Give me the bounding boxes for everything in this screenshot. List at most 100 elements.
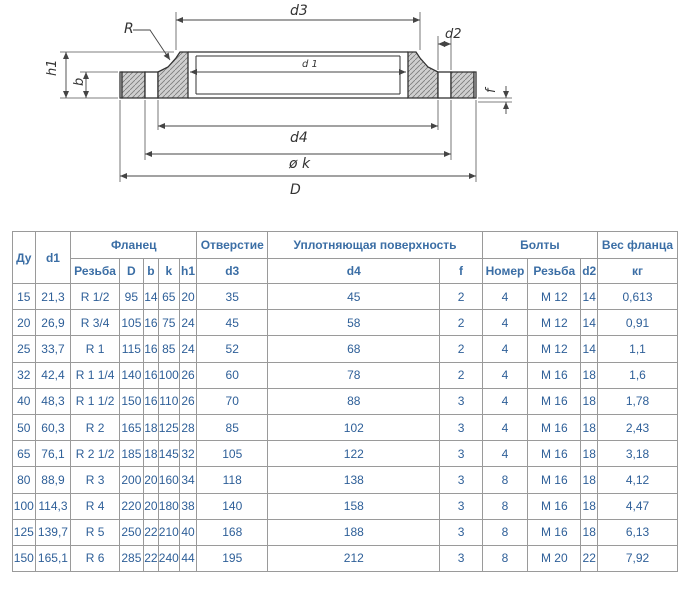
cell-weight-kg: 2,43 [597,413,678,442]
cell-d4: 122 [267,440,441,468]
cell-b: 14 [142,282,159,311]
header-hole: Отверстие [196,231,269,259]
cell-d4: 45 [267,282,441,311]
cell-h1: 24 [178,335,198,363]
cell-d2: 18 [580,413,598,442]
cell-du: 150 [12,544,36,573]
cell-h1: 32 [178,440,198,468]
cell-d3: 105 [196,440,269,468]
cell-bolt-thread: M 12 [527,282,582,311]
label-b: b [72,78,87,86]
flange-section-right [407,51,477,99]
header-weight: Вес фланца [597,231,678,259]
cell-k: 110 [157,387,180,415]
cell-d2: 22 [580,544,598,573]
cell-h1: 38 [178,492,198,520]
cell-thread: R 3/4 [70,309,120,337]
label-d3: d3 [290,3,308,19]
cell-f: 2 [439,361,483,389]
cell-bolt-number: 4 [481,387,529,415]
header-b: b [142,258,159,284]
cell-D: 115 [118,335,144,363]
cell-h1: 34 [178,466,198,494]
group-header-row: Ду d1 Фланец Отверстие Уплотняющая повер… [12,231,678,284]
cell-bolt-thread: M 16 [527,361,582,389]
cell-b: 18 [142,413,159,442]
label-h1: h1 [45,59,60,76]
cell-h1: 20 [178,282,198,311]
cell-h1: 44 [178,544,198,573]
cell-d3: 85 [196,413,269,442]
cell-weight-kg: 3,18 [597,440,678,468]
cell-d2: 18 [580,440,598,468]
cell-d3: 140 [196,492,269,520]
cell-bolt-number: 4 [481,361,529,389]
cell-f: 3 [439,492,483,520]
cell-D: 185 [118,440,144,468]
cell-weight-kg: 4,47 [597,492,678,520]
cell-bolt-thread: M 16 [527,387,582,415]
cell-d3: 118 [196,466,269,494]
cell-d3: 35 [196,282,269,311]
cell-d1: 48,3 [34,387,72,415]
cell-d1: 165,1 [34,544,72,573]
cell-bolt-number: 4 [481,309,529,337]
cell-f: 3 [439,518,483,546]
cell-d1: 21,3 [34,282,72,311]
cell-weight-kg: 7,92 [597,544,678,573]
cell-d2: 18 [580,361,598,389]
cell-d4: 88 [267,387,441,415]
cell-weight-kg: 1,1 [597,335,678,363]
cell-bolt-number: 4 [481,440,529,468]
cell-d1: 33,7 [34,335,72,363]
cell-bolt-thread: M 16 [527,518,582,546]
cell-k: 145 [157,440,180,468]
cell-bolt-number: 4 [481,335,529,363]
cell-d4: 212 [267,544,441,573]
cell-d4: 78 [267,361,441,389]
cell-f: 2 [439,335,483,363]
cell-d1: 88,9 [34,466,72,494]
cell-d4: 68 [267,335,441,363]
cell-d3: 70 [196,387,269,415]
cell-d4: 188 [267,518,441,546]
cell-b: 18 [142,440,159,468]
cell-du: 40 [12,387,36,415]
cell-d3: 195 [196,544,269,573]
cell-h1: 26 [178,387,198,415]
cell-weight-kg: 6,13 [597,518,678,546]
cell-k: 180 [157,492,180,520]
label-d4: d4 [290,130,308,146]
cell-k: 75 [157,309,180,337]
cell-d1: 60,3 [34,413,72,442]
cell-bolt-thread: M 16 [527,466,582,494]
cell-d4: 138 [267,466,441,494]
cell-bolt-number: 8 [481,544,529,573]
header-thread: Резьба [70,258,120,284]
cell-bolt-thread: M 12 [527,309,582,337]
label-d2: d2 [445,27,462,42]
cell-d2: 18 [580,518,598,546]
cell-du: 15 [12,282,36,311]
cell-thread: R 6 [70,544,120,573]
cell-d1: 114,3 [34,492,72,520]
cell-f: 3 [439,413,483,442]
cell-k: 65 [157,282,180,311]
label-d1: d 1 [302,59,318,70]
cell-b: 20 [142,492,159,520]
cell-thread: R 1 1/4 [70,361,120,389]
cell-weight-kg: 0,613 [597,282,678,311]
flange-section-left [119,51,189,99]
cell-weight-kg: 1,6 [597,361,678,389]
cell-weight-kg: 0,91 [597,309,678,337]
cell-du: 65 [12,440,36,468]
cell-b: 22 [142,518,159,546]
cell-thread: R 2 1/2 [70,440,120,468]
cell-bolt-thread: M 16 [527,440,582,468]
cell-thread: R 1 [70,335,120,363]
